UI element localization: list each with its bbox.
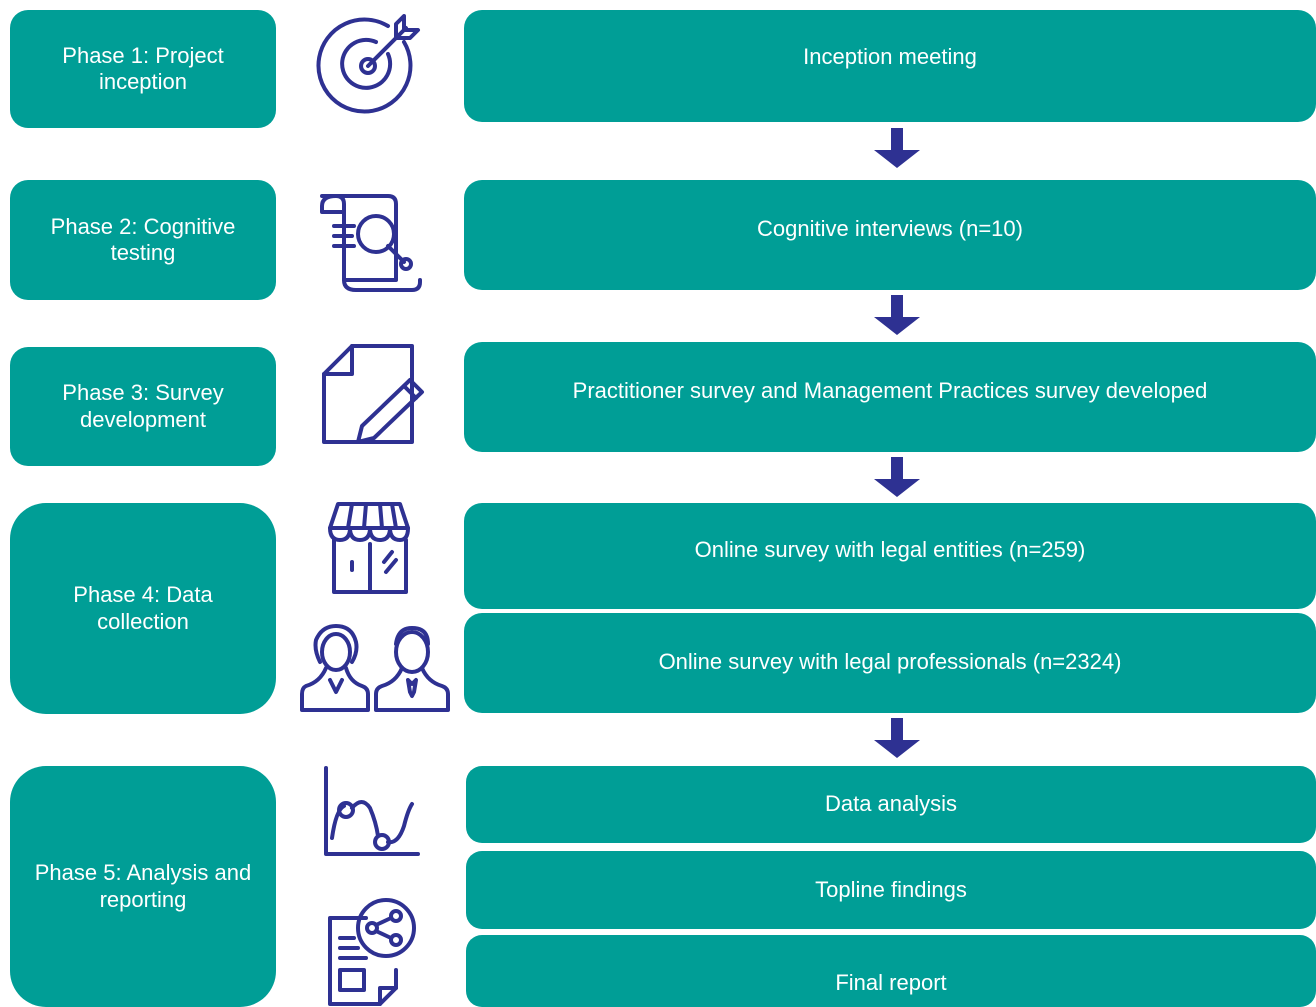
step-online-survey-professionals: Online survey with legal professionals (… [464, 613, 1316, 713]
step-data-analysis: Data analysis [466, 766, 1316, 843]
phase-2-box: Phase 2: Cognitive testing [10, 180, 276, 300]
step-cognitive-interviews: Cognitive interviews (n=10) [464, 180, 1316, 290]
storefront-icon [326, 500, 412, 596]
people-icon [300, 622, 450, 714]
step-online-survey-entities: Online survey with legal entities (n=259… [464, 503, 1316, 609]
report-share-icon [324, 894, 424, 1006]
phase-1-box: Phase 1: Project inception [10, 10, 276, 128]
phase-5-box: Phase 5: Analysis and reporting [10, 766, 276, 1007]
target-icon [316, 12, 426, 116]
document-search-icon [316, 190, 426, 294]
arrow-down-4 [872, 718, 922, 760]
step-topline-findings: Topline findings [466, 851, 1316, 929]
arrow-down-2 [872, 295, 922, 337]
phase-4-box: Phase 4: Data collection [10, 503, 276, 714]
phase-3-box: Phase 3: Survey development [10, 347, 276, 466]
step-survey-developed: Practitioner survey and Management Pract… [464, 342, 1316, 452]
line-graph-icon [322, 766, 422, 858]
document-pencil-icon [318, 342, 428, 448]
arrow-down-1 [872, 128, 922, 170]
step-final-report: Final report [466, 935, 1316, 1007]
arrow-down-3 [872, 457, 922, 499]
step-inception-meeting: Inception meeting [464, 10, 1316, 122]
